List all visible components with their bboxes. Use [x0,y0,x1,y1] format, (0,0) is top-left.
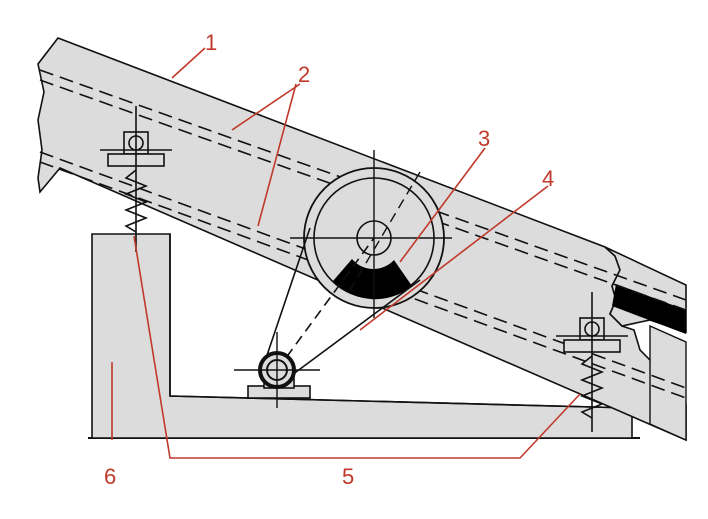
label-4: 4 [542,166,554,191]
left-spring-mount [100,106,172,252]
label-2: 2 [298,62,310,87]
label-1: 1 [205,30,217,55]
eccentric-weight [333,259,412,300]
label-5: 5 [342,464,354,489]
motor-drive [234,227,421,408]
label-6: 6 [104,464,116,489]
label-3: 3 [478,126,490,151]
right-spring-mount [556,292,628,432]
leader-lines [111,47,581,459]
